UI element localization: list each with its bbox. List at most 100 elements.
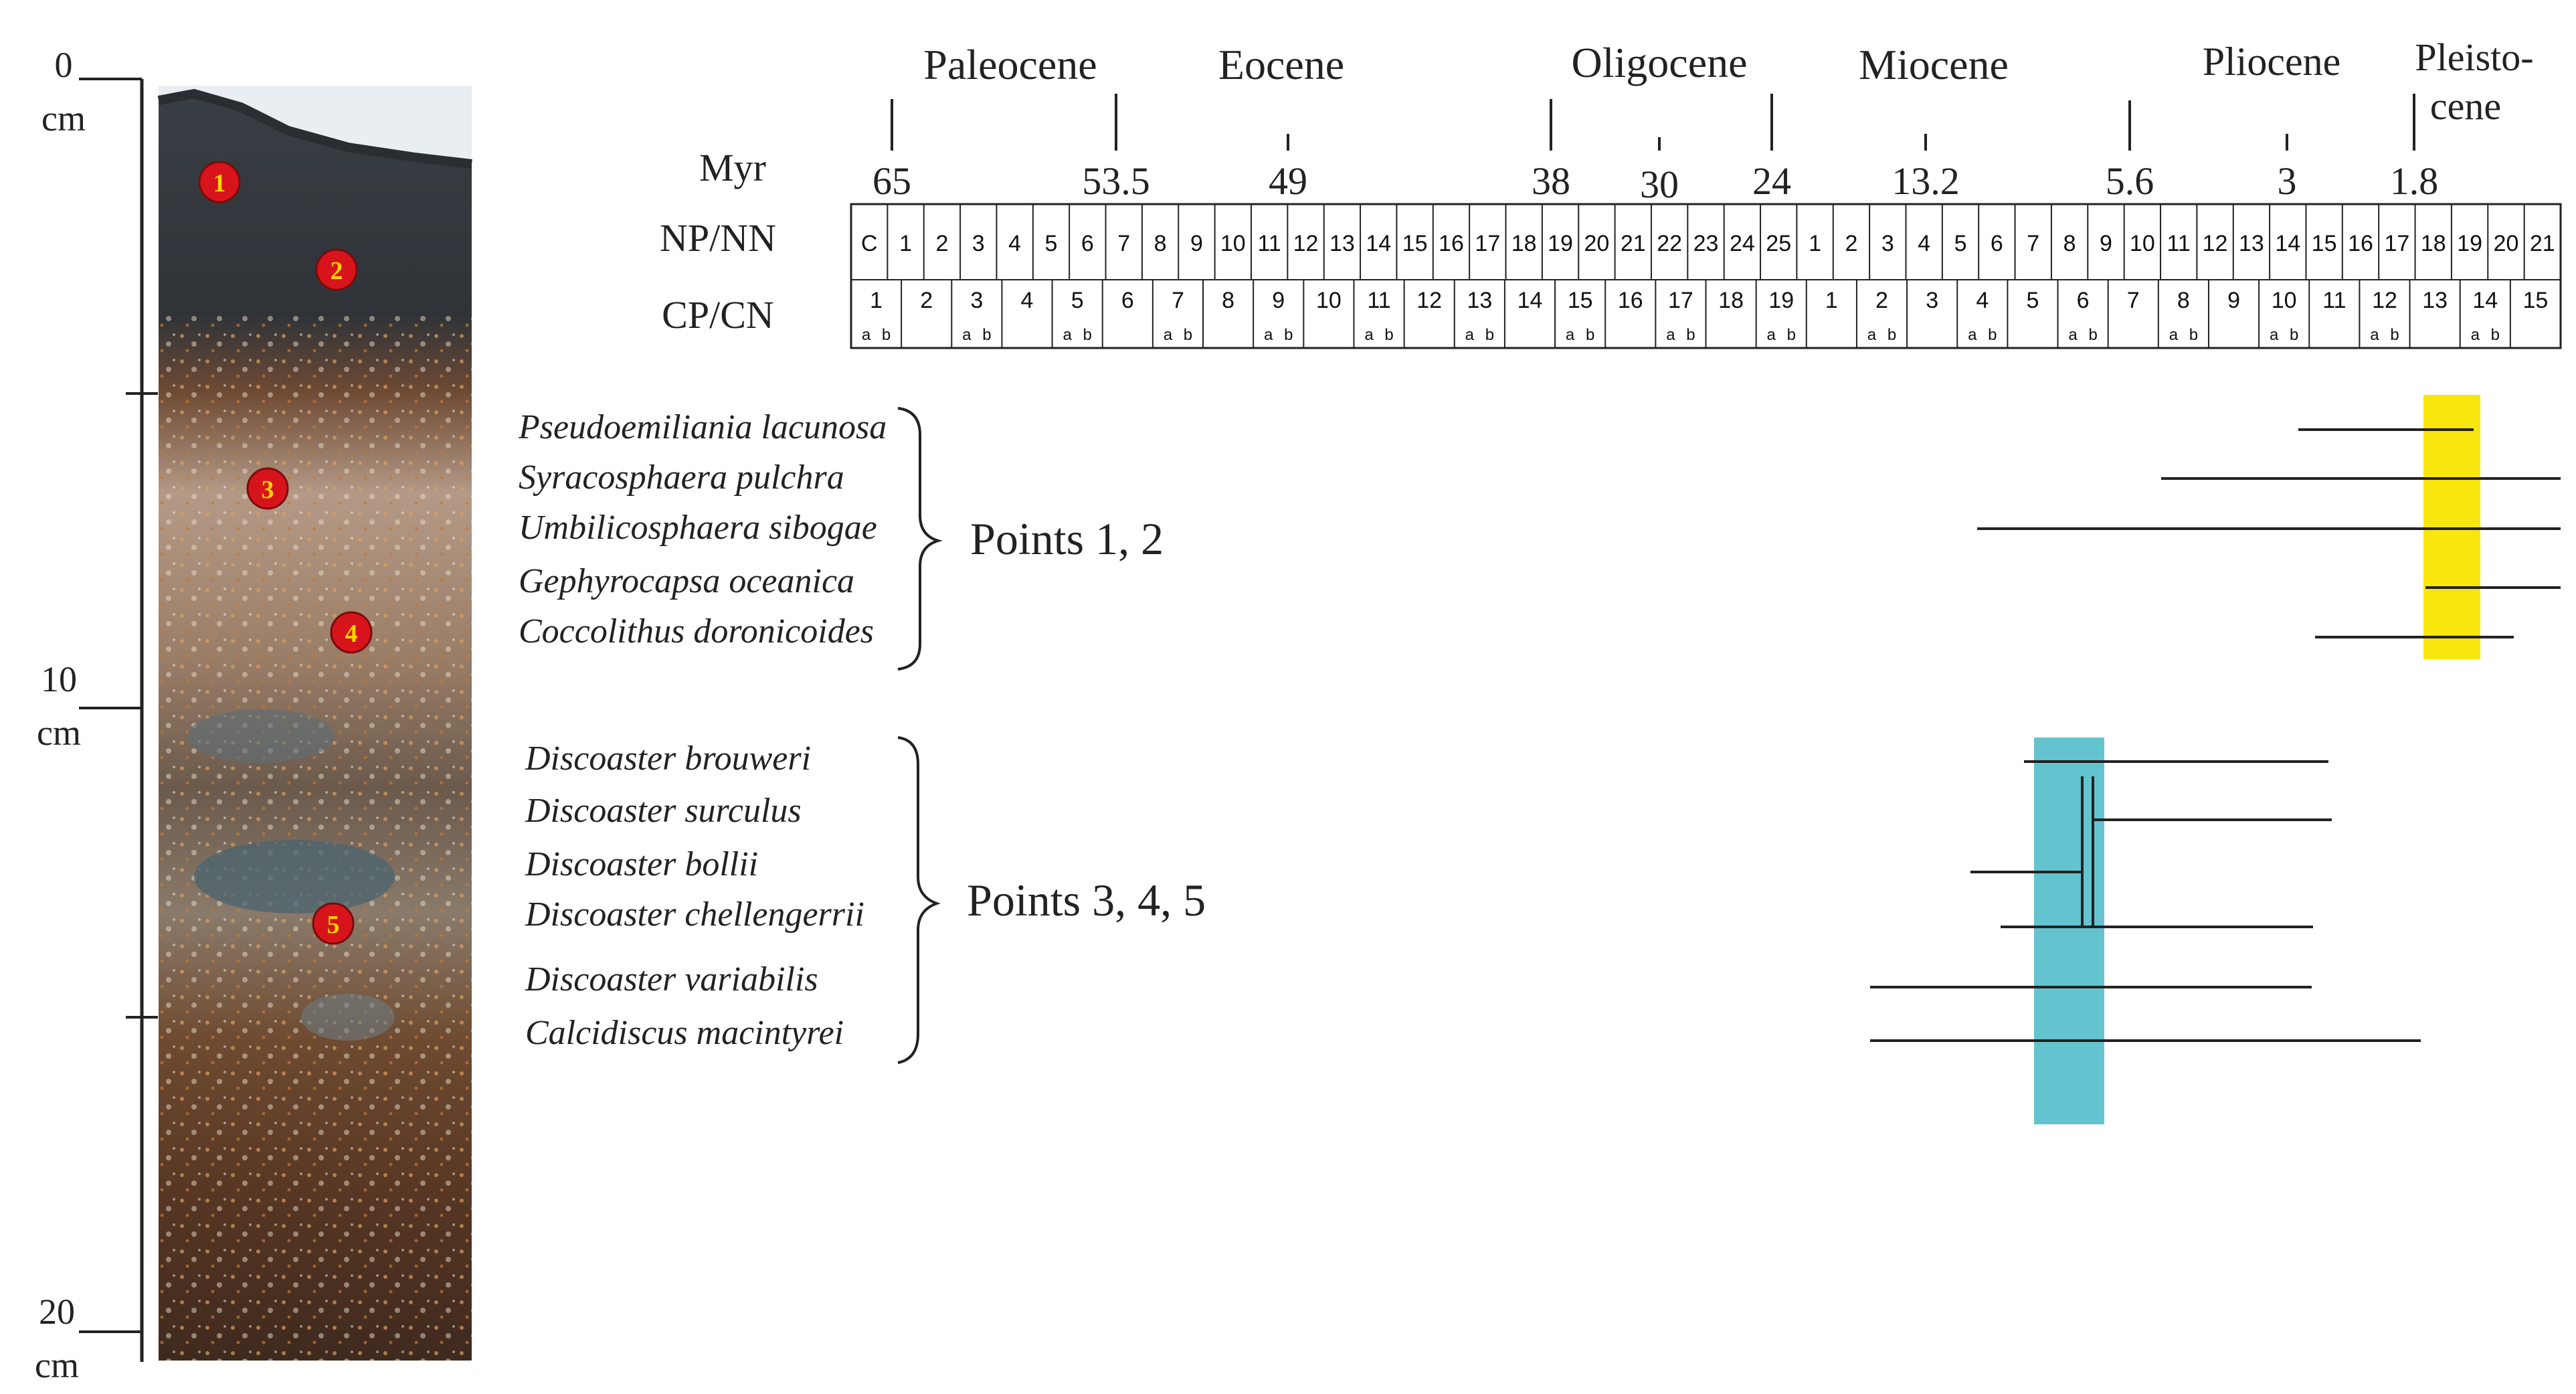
zone-subzone-label: a [2169,326,2179,344]
zone-cell-label: 13 [2239,231,2264,256]
zone-subzone-label: a [1063,326,1072,344]
zone-subzone-label: b [1184,326,1192,344]
zone-cell-label: 1 [1825,288,1838,313]
zone-cell-label: 7 [1117,231,1130,256]
depth-label-unit: cm [35,1345,79,1385]
species-label: Syracosphaera pulchra [519,458,844,497]
zone-cell-label: 9 [2100,231,2112,256]
zone-subzone-label: a [1767,326,1776,344]
zone-cell-label: 14 [2472,288,2498,313]
zone-subzone-label: b [2390,326,2399,344]
zone-cell-label: 14 [1366,231,1391,256]
species-label: Discoaster bollii [525,845,758,883]
svg-text:3: 3 [262,476,274,504]
zone-cell-label: 4 [1008,231,1021,256]
epoch-labels: Paleocene Eocene Oligocene Miocene Plioc… [923,35,2533,128]
zone-cell-label: 10 [2130,231,2155,256]
svg-text:5: 5 [327,911,340,939]
zone-cell-label: 23 [1693,231,1719,256]
zone-cell-label: 9 [1190,231,1203,256]
zone-cell-label: 11 [2322,288,2346,313]
epoch-oligocene: Oligocene [1572,39,1748,86]
zone-cell-label: 7 [2127,288,2140,313]
zone-cell-label: 11 [1258,231,1281,256]
zone-cell-label: 25 [1766,231,1791,256]
myr-tick: 38 [1532,159,1570,203]
cp-cn-label: CP/CN [662,293,774,337]
species-label: Coccolithus doronicoides [519,612,874,650]
myr-tick: 49 [1269,159,1307,203]
zone-subzone-label: a [1867,326,1877,344]
zone-subzone-label: b [1686,326,1695,344]
epoch-eocene: Eocene [1218,41,1344,88]
zone-cell-label: 10 [2272,288,2297,313]
zone-cell-label: 15 [2523,288,2549,313]
zone-cell-label: 20 [2494,231,2519,256]
svg-text:1: 1 [213,169,226,197]
zone-cell-label: 5 [1071,288,1084,313]
zone-subzone-label: a [862,326,871,344]
zone-subzone-label: b [1787,326,1796,344]
zone-cell-label: 2 [920,288,933,313]
zone-cell-label: 13 [2422,288,2448,313]
bracket-group-2 [897,736,941,1064]
zone-subzone-label: b [1888,326,1896,344]
species-group-1: Pseudoemiliania lacunosa Syracosphaera p… [518,395,2561,671]
zone-cell-label: 17 [1475,231,1500,256]
species-label: Gephyrocapsa oceanica [519,562,854,600]
zone-cell-label: 12 [1293,231,1319,256]
zone-cell-label: 3 [970,288,983,313]
zone-cell-label: 22 [1657,231,1682,256]
zone-cell-label: 13 [1467,288,1492,313]
zone-cell-label: 9 [2227,288,2240,313]
zone-subzone-label: b [1988,326,1997,344]
zone-subzone-label: b [882,326,891,344]
zone-cell-label: 2 [935,231,948,256]
species-label: Discoaster variabilis [525,960,818,998]
zone-cell-label: 14 [2275,231,2300,256]
zone-cell-label: 8 [2063,231,2076,256]
zone-cell-label: 6 [1081,231,1094,256]
zone-subzone-label: b [2491,326,2500,344]
myr-tick: 30 [1640,163,1679,206]
myr-tick: 3 [2278,159,2297,203]
zone-cell-label: 20 [1584,231,1610,256]
depth-label-value: 0 [55,45,73,85]
species-label: Discoaster surculus [525,792,802,830]
zone-cell-label: 7 [1172,288,1184,313]
zone-cell-label: 12 [1416,288,1442,313]
zone-cell-label: 18 [2421,231,2446,256]
point-marker-5: 5 [312,902,355,945]
zone-subzone-label: a [2068,326,2078,344]
zone-subzone-label: a [2370,326,2379,344]
group-label: Points 3, 4, 5 [967,875,1206,926]
zone-cell-label: 8 [2177,288,2190,313]
zone-subzone-label: b [2290,326,2298,344]
species-label: Pseudoemiliania lacunosa [518,408,887,446]
zone-subzone-label: a [1968,326,1977,344]
depth-label-value: 20 [39,1292,75,1332]
depth-label-unit: cm [41,98,86,139]
zone-subzone-label: b [2088,326,2097,344]
zone-cell-label: 12 [2372,288,2397,313]
zone-cell-label: 18 [1511,231,1537,256]
zone-subzone-label: b [1284,326,1293,344]
core-points: 1 2 3 4 5 [198,161,373,945]
zone-cell-label: 17 [2384,231,2409,256]
bracket-group-1 [897,407,943,671]
depth-scale: 0 cm 10 cm 20 cm [35,45,158,1385]
zone-cell-label: 16 [1618,288,1643,313]
zone-cell-label: 8 [1154,231,1167,256]
zone-cell-label: 19 [1768,288,1794,313]
myr-tick: 5.6 [2106,159,2154,203]
zone-cell-label: 15 [2312,231,2337,256]
zone-subzone-label: a [1264,326,1273,344]
epoch-paleocene: Paleocene [923,41,1097,88]
zone-cell-label: 24 [1730,231,1755,256]
zone-cell-label: 4 [1976,288,1989,313]
zone-subzone-label: a [1465,326,1475,344]
zone-cell-label: 3 [972,231,985,256]
species-label: Umbilicosphaera sibogae [519,509,877,547]
